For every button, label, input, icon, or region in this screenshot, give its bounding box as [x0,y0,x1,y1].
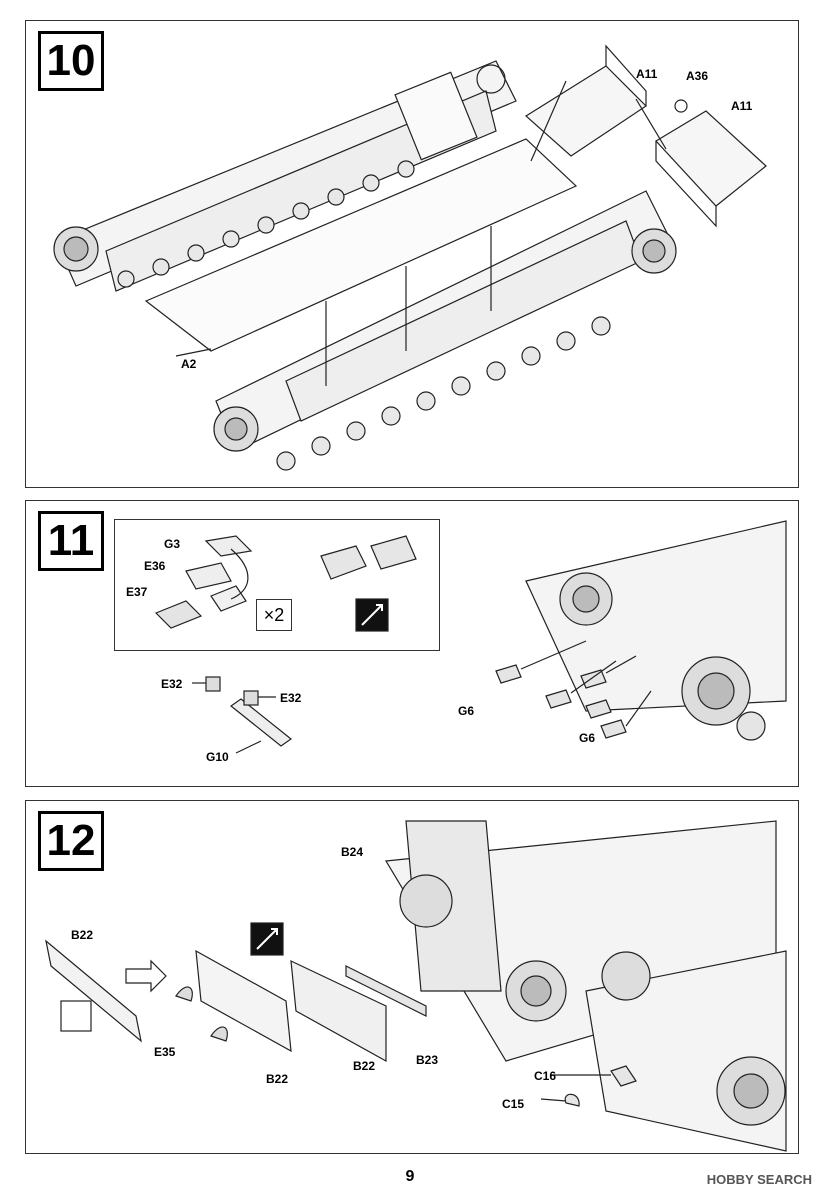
step-number: 10 [38,31,104,91]
part-label-b22: B22 [266,1072,289,1086]
part-label-g6: G6 [458,704,475,718]
part-label-a36: A36 [686,69,709,83]
page-number: 9 [405,1168,415,1185]
step-11-drawing [154,520,787,754]
step-12-panel: 12 [25,800,799,1154]
part-label-b23: B23 [416,1053,439,1067]
part-label-b22: B22 [71,928,94,942]
part-label-a11: A11 [636,67,658,81]
part-label-b24: B24 [341,845,364,859]
part-label-e37: E37 [126,585,148,599]
subassembly-box [114,519,440,651]
watermark: HOBBY SEARCH [706,1172,812,1187]
step-number: 11 [38,511,104,571]
part-label-b22: B22 [353,1059,376,1073]
quantity-multiplier: ×2 [256,599,292,631]
part-label-a11: A11 [731,99,753,113]
part-label-a2: A2 [181,357,197,371]
part-label-e36: E36 [144,559,166,573]
step-11-panel: 11 ×2 [25,500,799,787]
part-label-c15: C15 [502,1097,525,1111]
step-number: 12 [38,811,104,871]
part-label-g10: G10 [206,750,229,764]
part-label-e32: E32 [280,691,302,705]
part-label-e32: E32 [161,677,183,691]
step-12-drawing [45,820,787,1152]
step-10-drawing [53,44,767,471]
part-label-g6: G6 [579,731,596,745]
part-label-g3: G3 [164,537,181,551]
part-label-c16: C16 [534,1069,557,1083]
part-label-e35: E35 [154,1045,176,1059]
step-10-panel: 10 [25,20,799,488]
